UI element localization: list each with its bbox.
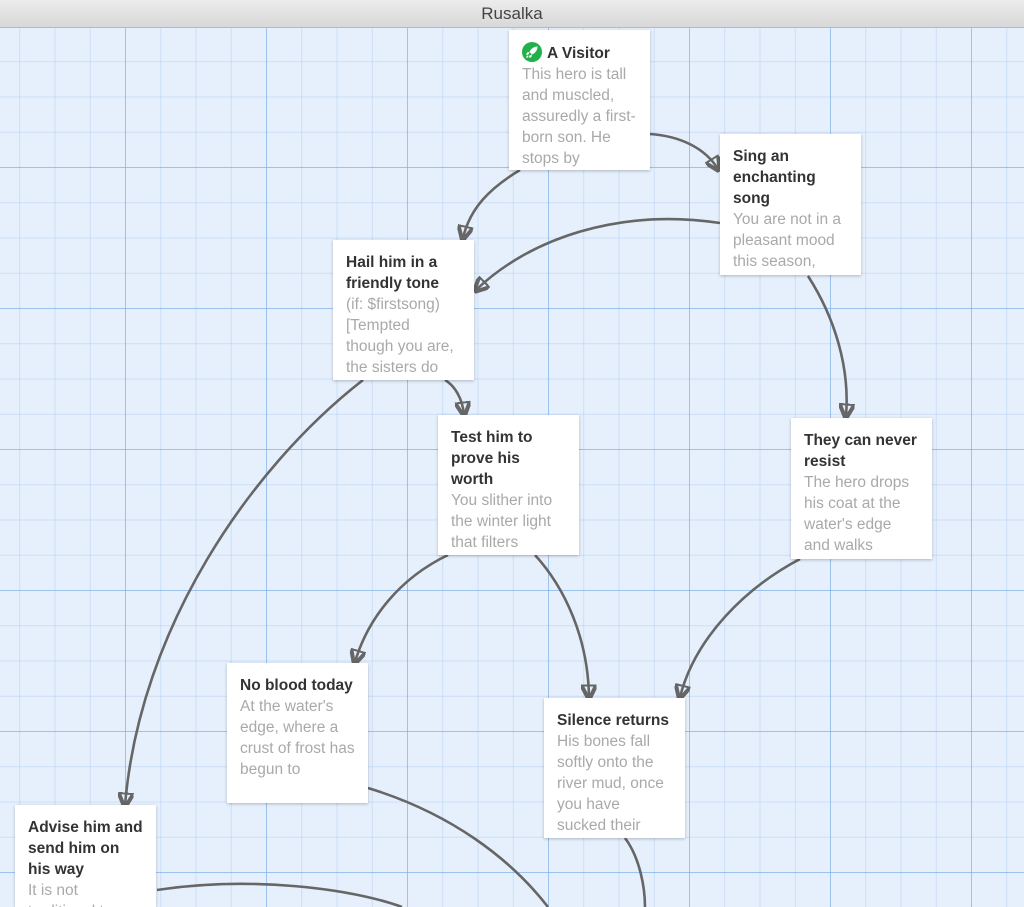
passage-links [0, 132, 1024, 907]
passage-excerpt: At the water's edge, where a crust of fr… [240, 698, 355, 778]
passage-excerpt: This hero is tall and muscled, assuredly… [522, 66, 636, 167]
passage-card-silence-returns[interactable]: Silence returns His bones fall softly on… [544, 698, 685, 838]
link-test-to-no-blood [355, 553, 449, 662]
passage-title: Sing an enchanting song [733, 148, 816, 207]
passage-card-advise-him-and-send-him-on-his-way[interactable]: Advise him and send him on his way It is… [15, 805, 156, 907]
passage-excerpt: His bones fall softly onto the river mud… [557, 733, 664, 834]
passage-title: Advise him and send him on his way [28, 819, 143, 878]
passage-card-hail-him-in-a-friendly-tone[interactable]: Hail him in a friendly tone (if: $firsts… [333, 240, 474, 380]
passage-excerpt: (if: $firstsong) [Tempted though you are… [346, 296, 454, 376]
link-hail-to-advise [125, 378, 364, 805]
passage-title: A Visitor [547, 45, 610, 62]
link-resist-to-silence [680, 557, 801, 697]
passage-card-no-blood-today[interactable]: No blood today At the water's edge, wher… [227, 663, 368, 803]
link-a-visitor-to-sing [649, 132, 718, 169]
passage-card-they-can-never-resist[interactable]: They can never resist The hero drops his… [791, 418, 932, 559]
passage-title: They can never resist [804, 432, 917, 470]
passage-title: Test him to prove his worth [451, 429, 533, 488]
passage-card-test-him-to-prove-his-worth[interactable]: Test him to prove his worth You slither … [438, 415, 579, 555]
passage-title: No blood today [240, 677, 353, 694]
passage-excerpt: You are not in a pleasant mood this seas… [733, 211, 842, 270]
link-a-visitor-to-hail [463, 168, 521, 238]
link-no-blood-offscreen [367, 786, 550, 907]
passage-title: Silence returns [557, 712, 669, 729]
window-title: Rusalka [481, 3, 543, 23]
link-advise-offscreen [156, 882, 403, 907]
link-sing-to-resist [806, 275, 847, 416]
passage-title: Hail him in a friendly tone [346, 254, 440, 292]
passage-excerpt: You slither into the winter light that f… [451, 492, 553, 551]
link-test-to-silence [534, 554, 589, 697]
passage-card-a-visitor[interactable]: A Visitor This hero is tall and muscled,… [509, 30, 650, 170]
story-map-canvas[interactable]: A Visitor This hero is tall and muscled,… [0, 28, 1024, 907]
link-hail-to-test [444, 378, 464, 414]
rocket-icon [522, 42, 542, 62]
passage-excerpt: It is not traditional to [28, 882, 112, 907]
window-titlebar: Rusalka [0, 0, 1024, 28]
link-silence-offscreen [623, 837, 647, 907]
passage-card-sing-an-enchanting-song[interactable]: Sing an enchanting song You are not in a… [720, 134, 861, 275]
link-sing-to-hail [476, 217, 721, 290]
passage-excerpt: The hero drops his coat at the water's e… [804, 474, 910, 554]
